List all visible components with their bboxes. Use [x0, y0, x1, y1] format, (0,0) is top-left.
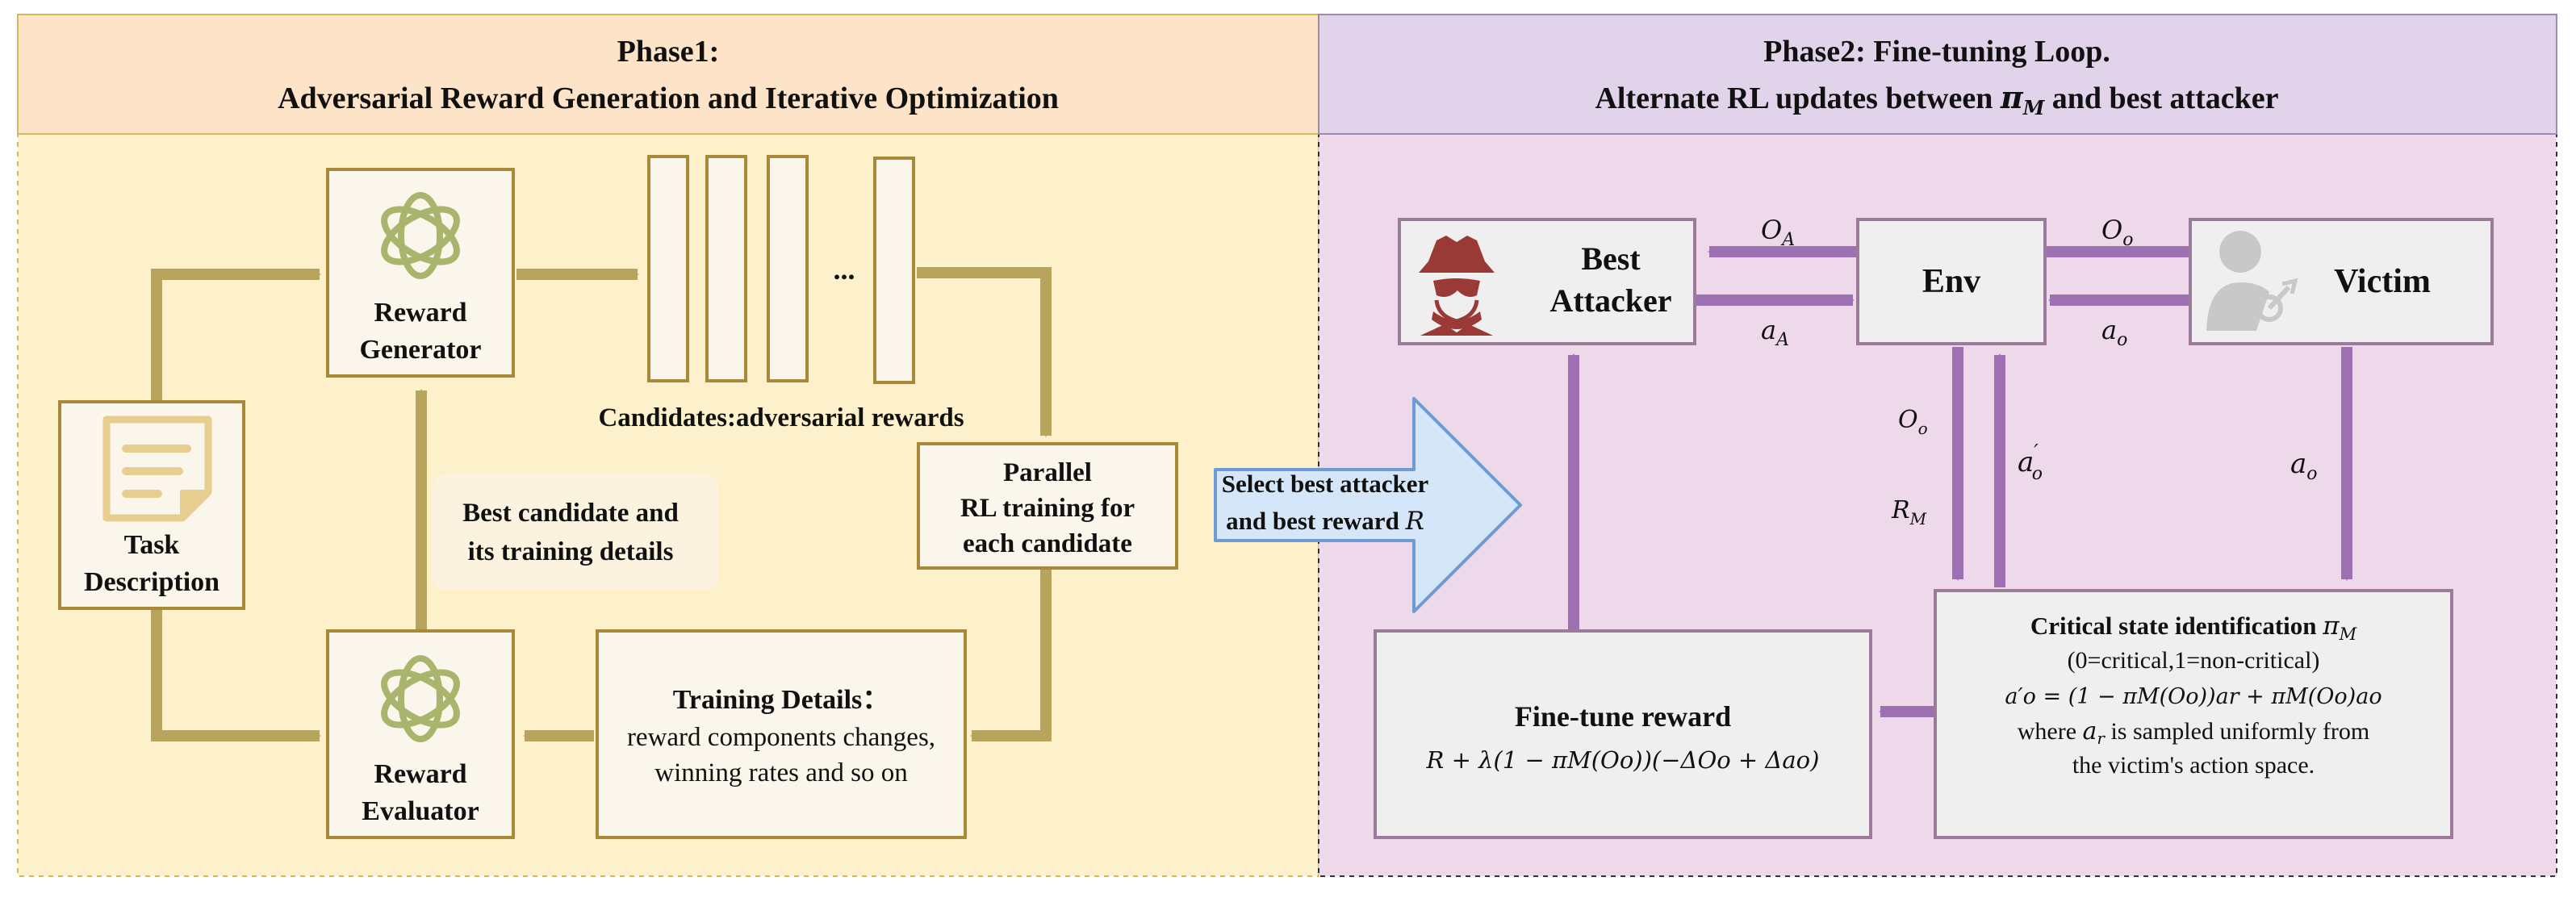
- document-icon: [102, 416, 212, 522]
- finetune-title: Fine-tune reward: [1515, 700, 1731, 733]
- candidate-bar: [705, 155, 747, 382]
- arrow-candidates-to-parallel: [917, 267, 1052, 437]
- task-description-label-1: Task: [124, 530, 180, 560]
- phase2-header: [1318, 14, 2557, 135]
- env-label: Env: [1922, 263, 1980, 300]
- best-attacker-label-2: Attacker: [1549, 282, 1671, 319]
- reward-evaluator-label-1: Reward: [374, 759, 466, 789]
- transition-label-2: and best reward R: [1226, 507, 1424, 536]
- reward-generator-label-1: Reward: [374, 298, 466, 328]
- edge-label-o-o-left: Oo: [1898, 406, 1928, 438]
- candidates-ellipsis: ...: [834, 253, 855, 286]
- edge-label-a-o-top: ao: [2101, 315, 2127, 350]
- reward-evaluator-node: Reward Evaluator: [326, 629, 515, 839]
- phase1-header: [17, 14, 1319, 135]
- phase2-header-line1: Phase2: Fine-tuning Loop.: [1763, 35, 2110, 69]
- victim-label: Victim: [2334, 263, 2431, 300]
- arrow-task-to-generator: [151, 269, 321, 400]
- critical-title: Critical state identification πM: [2030, 612, 2357, 644]
- edge-label-a-a: aA: [1761, 315, 1789, 350]
- candidate-rewards: ... Candidates:adversarial rewards: [598, 155, 964, 432]
- parallel-training-label-3: each candidate: [963, 529, 1132, 558]
- candidate-bar: [767, 155, 809, 382]
- best-attacker-label-1: Best: [1581, 240, 1641, 277]
- critical-legend: (0=critical,1=non-critical): [2068, 647, 2320, 674]
- reward-evaluator-label-2: Evaluator: [362, 796, 479, 826]
- parallel-training-node: Parallel RL training for each candidate: [917, 442, 1178, 570]
- candidate-bar: [647, 155, 689, 382]
- openai-logo-icon: [381, 655, 460, 742]
- edge-label-r-m: RM: [1891, 496, 1927, 528]
- finetune-reward-node: Fine-tune reward R + λ(1 − πM(Oo))(−ΔOo …: [1374, 629, 1872, 839]
- candidates-label: Candidates:adversarial rewards: [598, 403, 964, 432]
- training-details-body-2: winning rates and so on: [654, 758, 907, 787]
- edge-label-a-o-right: ao: [2290, 448, 2318, 484]
- critical-formula: a′o = (1 − πM(Oo))ar + πM(Oo)ao: [2005, 684, 2382, 709]
- candidate-bar: [873, 157, 915, 384]
- parallel-training-label-2: RL training for: [960, 494, 1135, 523]
- training-details-title: Training Details：: [673, 685, 890, 715]
- arrow-task-to-evaluator: [151, 610, 321, 741]
- reward-generator-node: Reward Generator: [326, 168, 515, 378]
- edge-label-o-o-top: Oo: [2101, 215, 2133, 250]
- phase2-header-line2: Alternate RL updates between πM and best…: [1595, 79, 2278, 119]
- edge-label-o-a: OA: [1761, 215, 1795, 250]
- task-description-label-2: Description: [84, 567, 220, 597]
- task-description-node: Task Description: [58, 400, 245, 610]
- phase2-arrows: [1568, 246, 2352, 717]
- training-details-node: Training Details： reward components chan…: [596, 629, 967, 839]
- training-details-body-1: reward components changes,: [627, 723, 935, 752]
- best-attacker-node: Best Attacker: [1398, 218, 1696, 345]
- transition-arrow: Select best attacker and best reward R: [1214, 397, 1522, 613]
- arrow-parallel-to-details: [970, 570, 1052, 741]
- critical-space: the victim's action space.: [2072, 752, 2315, 779]
- best-candidate-label-2: its training details: [468, 537, 674, 566]
- critical-state-node: Critical state identification πM (0=crit…: [1934, 589, 2453, 839]
- critical-where: where ar is sampled uniformly from: [2018, 717, 2370, 748]
- victim-node: Victim: [2189, 218, 2494, 345]
- parallel-training-label-1: Parallel: [1003, 458, 1092, 487]
- best-candidate-note: Best candidate and its training details: [433, 474, 718, 589]
- best-candidate-label-1: Best candidate and: [462, 499, 679, 528]
- phase1-arrows: [151, 267, 1052, 741]
- reward-generator-label-2: Generator: [359, 335, 481, 365]
- phase1-header-line2: Adversarial Reward Generation and Iterat…: [278, 81, 1059, 115]
- finetune-formula: R + λ(1 − πM(Oo))(−ΔOo + Δao): [1426, 746, 1820, 774]
- phase1-header-line1: Phase1:: [617, 35, 720, 69]
- spy-icon: [1419, 236, 1495, 336]
- edge-label-a-o-prime: a′o: [2018, 441, 2043, 484]
- user-target-icon: [2206, 231, 2298, 331]
- env-node: Env: [1856, 218, 2047, 345]
- transition-label-1: Select best attacker: [1222, 470, 1429, 498]
